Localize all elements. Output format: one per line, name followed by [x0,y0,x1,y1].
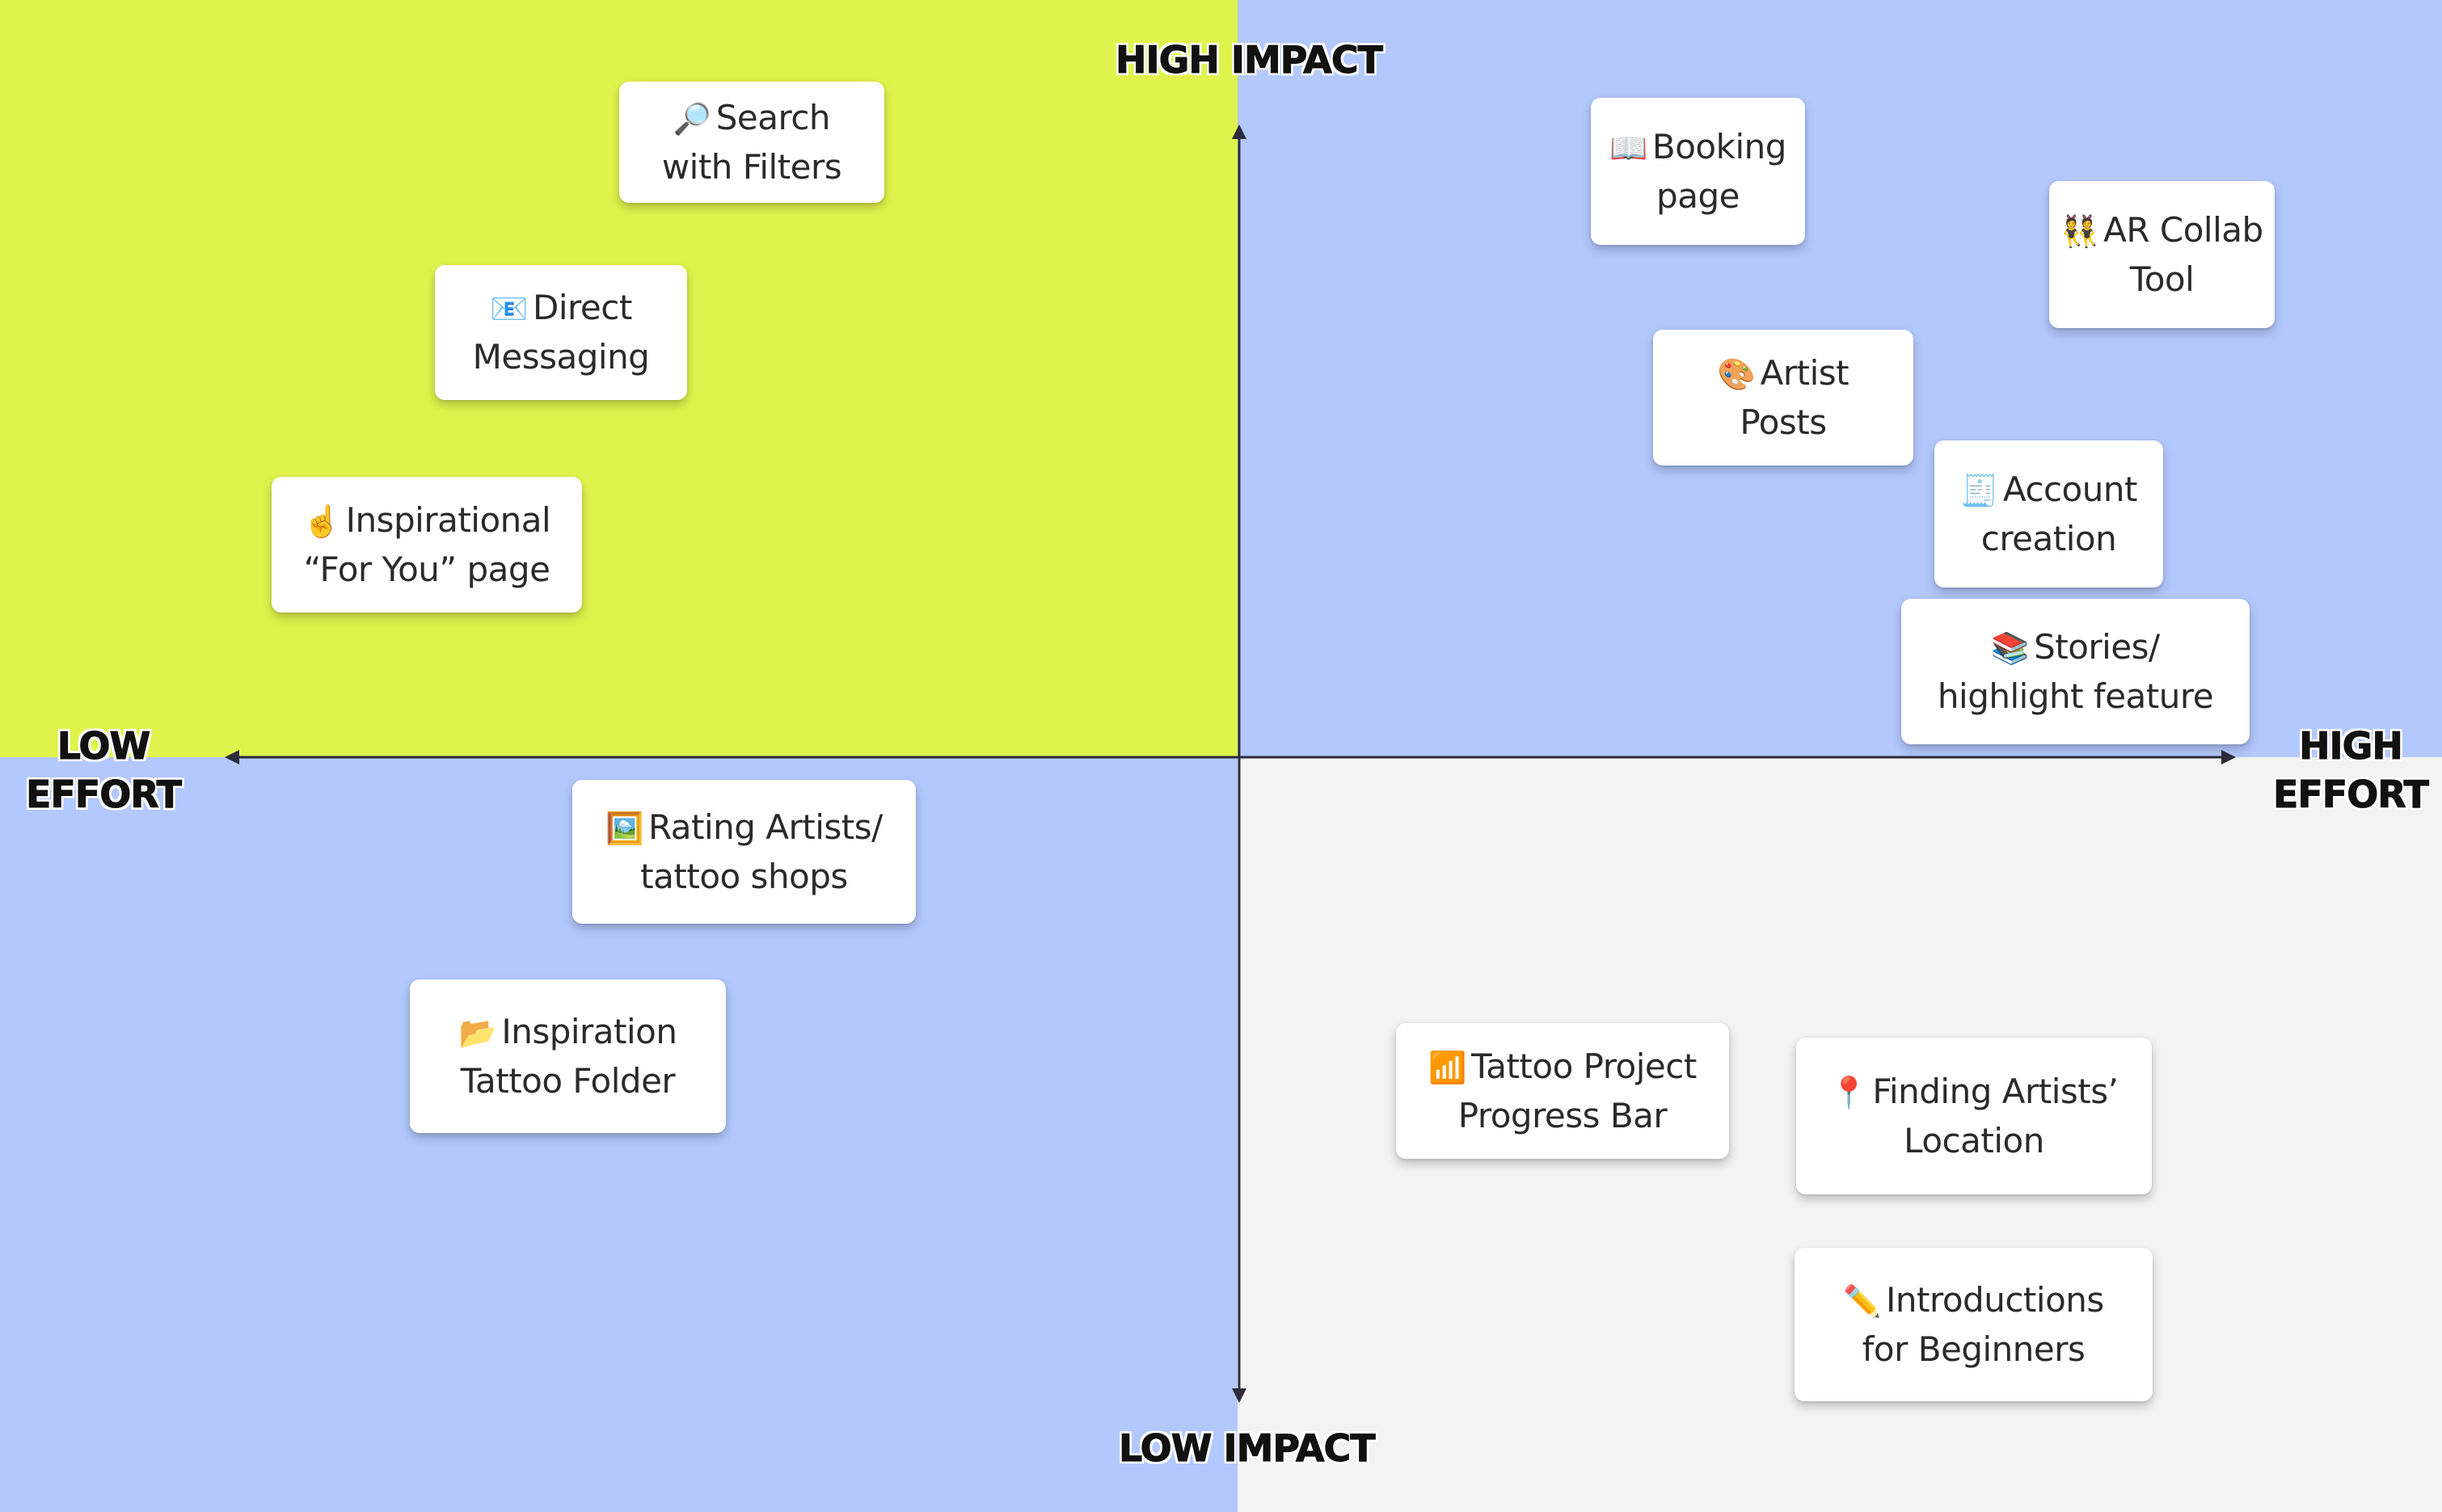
card-inspirational-for-you[interactable]: ☝️Inspirational “For You” page [272,477,582,613]
card-line1: Search [715,97,831,137]
card-line2: Tool [2129,259,2195,299]
card-line2: “For You” page [303,549,550,589]
card-line2: Messaging [472,337,650,377]
card-line2: creation [1980,518,2117,558]
card-line1: Direct [533,288,632,327]
card-search-with-filters[interactable]: 🔎Search with Filters [619,82,884,203]
card-line2: page [1656,175,1740,216]
palette-icon: 🎨 [1717,356,1756,392]
envelope-icon: 📧 [490,291,529,326]
card-line1: Artist [1760,352,1849,393]
books-icon: 📚 [1991,630,2030,666]
card-line2: highlight feature [1937,676,2214,716]
card-line1: Booking [1651,126,1786,166]
card-account-creation[interactable]: 🧾Account creation [1934,440,2163,588]
magnifying-glass-icon: 🔎 [673,100,711,137]
open-book-icon: 📖 [1609,129,1647,166]
card-line2: Posts [1740,402,1827,442]
card-line1: Tattoo Project [1471,1046,1697,1086]
card-line2: Progress Bar [1457,1095,1668,1135]
card-line2: tattoo shops [640,856,848,896]
signal-bars-icon: 📶 [1428,1049,1466,1085]
axis-label-high-effort: HIGH EFFORT [2272,724,2429,817]
card-line2: for Beginners [1862,1329,2086,1369]
card-line1: Stories/ [2034,626,2160,667]
framed-picture-icon: 🖼️ [605,810,644,846]
card-stories-highlight[interactable]: 📚Stories/highlight feature [1901,599,2250,744]
card-line1: Account [2002,469,2138,509]
people-dancing-icon: 👯 [2060,213,2099,249]
card-finding-artists-location[interactable]: 📍Finding Artists’ Location [1796,1038,2152,1194]
card-booking-page[interactable]: 📖Booking page [1591,98,1805,245]
card-line1: AR Collab [2103,209,2263,250]
axis-label-low-impact: LOW IMPACT [1119,1426,1377,1471]
card-line1: Inspirational [345,499,551,540]
card-line1: Rating Artists/ [648,807,883,847]
card-line1: Inspiration [501,1011,677,1051]
card-line1: Finding Artists’ [1872,1071,2119,1111]
card-line1: Introductions [1886,1279,2104,1320]
pointing-up-icon: ☝️ [302,503,341,539]
axis-label-high-impact: HIGH IMPACT [1116,38,1384,82]
card-line2: Location [1904,1120,2044,1160]
pencil-icon: ✏️ [1843,1282,1882,1319]
card-rating-artists[interactable]: 🖼️Rating Artists/tattoo shops [572,780,916,924]
receipt-icon: 🧾 [1960,472,1998,508]
card-introductions-beginners[interactable]: ✏️Introductions for Beginners [1795,1248,2153,1401]
card-line2: Tattoo Folder [460,1060,676,1101]
location-pin-icon: 📍 [1829,1074,1868,1110]
folder-icon: 📂 [458,1014,497,1051]
axis-label-low-effort: LOW EFFORT [25,724,182,817]
card-line2: with Filters [661,146,842,187]
